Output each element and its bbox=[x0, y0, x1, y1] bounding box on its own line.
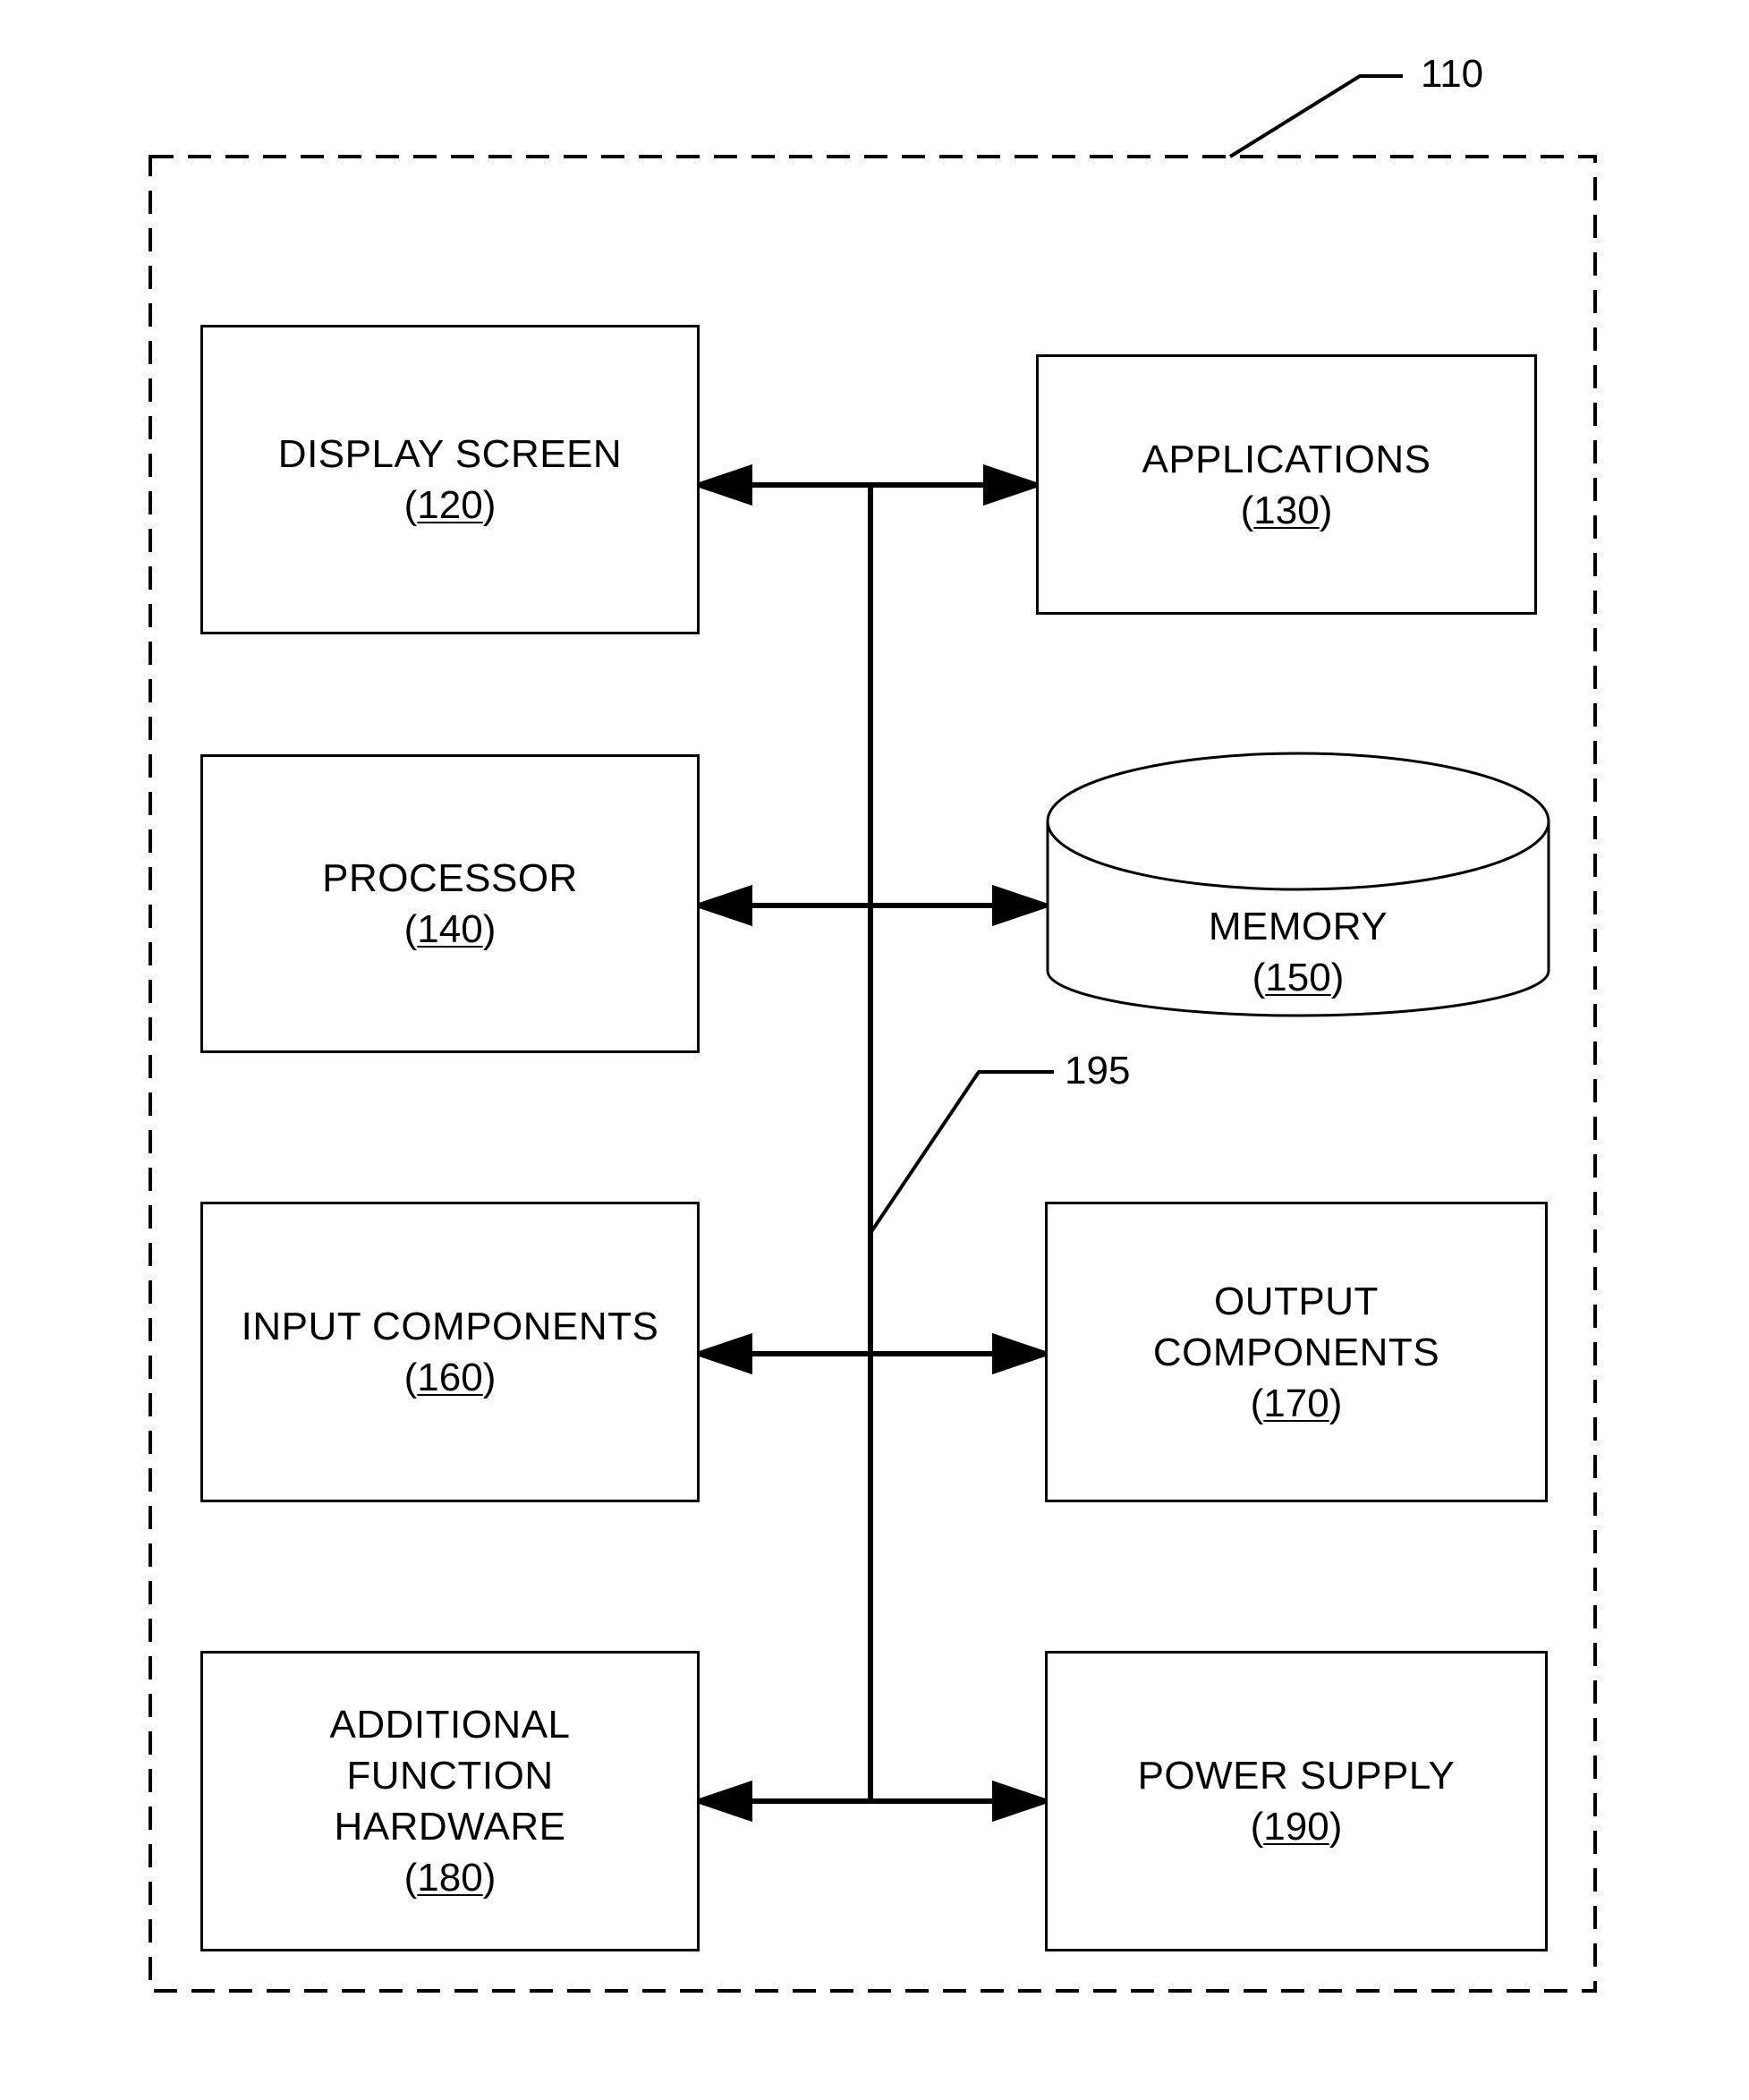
additional-function-hardware-label-line-3: HARDWARE bbox=[334, 1801, 565, 1852]
additional-function-hardware-label-line-1: ADDITIONAL bbox=[329, 1699, 570, 1750]
display-screen-box: DISPLAY SCREEN (120) bbox=[200, 325, 700, 634]
input-components-ref: (160) bbox=[404, 1352, 497, 1403]
arrowhead-power bbox=[995, 1784, 1045, 1818]
power-supply-label: POWER SUPPLY bbox=[1138, 1750, 1456, 1801]
bus-ref-label: 195 bbox=[1065, 1049, 1130, 1093]
applications-box: APPLICATIONS (130) bbox=[1036, 354, 1537, 615]
output-components-box: OUTPUT COMPONENTS (170) bbox=[1045, 1202, 1548, 1502]
processor-label: PROCESSOR bbox=[322, 853, 578, 904]
additional-function-hardware-box: ADDITIONAL FUNCTION HARDWARE (180) bbox=[200, 1651, 700, 1951]
bus-leader-line bbox=[870, 1072, 1054, 1233]
arrowhead-processor bbox=[700, 888, 750, 922]
arrowhead-display bbox=[700, 468, 750, 502]
output-components-label-line-1: OUTPUT bbox=[1214, 1276, 1379, 1327]
output-components-ref: (170) bbox=[1251, 1378, 1343, 1429]
additional-function-hardware-ref: (180) bbox=[404, 1852, 497, 1903]
input-components-box: INPUT COMPONENTS (160) bbox=[200, 1202, 700, 1502]
output-components-label-line-2: COMPONENTS bbox=[1153, 1327, 1439, 1378]
memory-text: MEMORY (150) bbox=[1048, 901, 1549, 1003]
applications-label: APPLICATIONS bbox=[1142, 434, 1431, 485]
memory-label: MEMORY bbox=[1209, 901, 1388, 952]
arrowhead-input bbox=[700, 1337, 750, 1371]
input-components-label: INPUT COMPONENTS bbox=[242, 1301, 659, 1352]
device-ref-label: 110 bbox=[1421, 52, 1483, 97]
additional-function-hardware-label-line-2: FUNCTION bbox=[346, 1750, 553, 1801]
arrowhead-memory bbox=[995, 888, 1045, 922]
arrowhead-applications bbox=[986, 468, 1036, 502]
device-leader-line bbox=[1230, 76, 1403, 157]
memory-ref: (150) bbox=[1252, 952, 1345, 1003]
display-screen-label: DISPLAY SCREEN bbox=[278, 429, 622, 480]
arrowhead-output bbox=[995, 1337, 1045, 1371]
arrowhead-additional bbox=[700, 1784, 750, 1818]
display-screen-ref: (120) bbox=[404, 480, 497, 531]
processor-ref: (140) bbox=[404, 904, 497, 955]
applications-ref: (130) bbox=[1241, 485, 1333, 536]
power-supply-box: POWER SUPPLY (190) bbox=[1045, 1651, 1548, 1951]
processor-box: PROCESSOR (140) bbox=[200, 754, 700, 1053]
power-supply-ref: (190) bbox=[1251, 1801, 1343, 1852]
